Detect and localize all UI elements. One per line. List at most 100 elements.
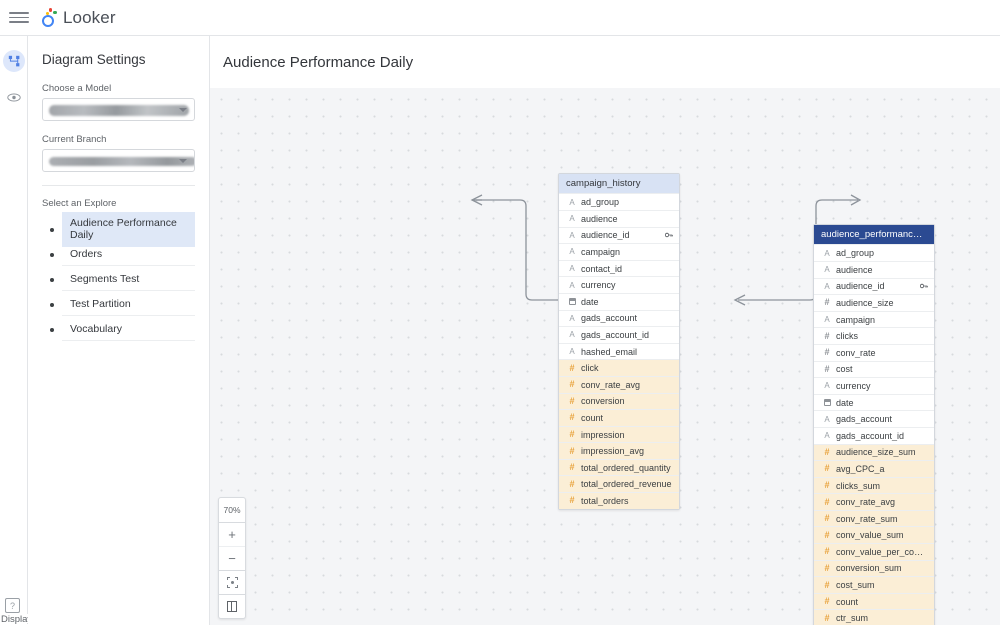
field-name: gads_account_id — [836, 430, 905, 441]
looker-mark-icon — [41, 8, 58, 27]
er-field-row[interactable]: #cost_sum — [814, 576, 934, 593]
string-icon: A — [569, 214, 575, 224]
key-icon — [920, 283, 928, 289]
field-name: gads_account_id — [581, 329, 650, 340]
model-select[interactable] — [42, 98, 195, 121]
explore-item[interactable]: Test Partition — [42, 292, 195, 317]
er-field-row[interactable]: #total_ordered_revenue — [559, 475, 679, 493]
er-field-row[interactable]: #conversion — [559, 392, 679, 410]
legend-button[interactable] — [219, 594, 245, 618]
question-mark-icon[interactable]: ? — [5, 598, 20, 613]
er-field-row[interactable]: #clicks — [814, 327, 934, 344]
zoom-out-label: − — [228, 551, 236, 566]
field-type-icon: # — [566, 430, 578, 439]
explore-item[interactable]: Vocabulary — [42, 317, 195, 342]
field-type-icon: # — [821, 447, 833, 457]
explore-item[interactable]: Segments Test — [42, 267, 195, 292]
eye-icon[interactable] — [3, 86, 25, 108]
er-table-header[interactable]: campaign_history — [559, 174, 679, 194]
er-field-row[interactable]: date — [814, 393, 934, 411]
er-field-row[interactable]: #conv_rate_avg — [559, 375, 679, 393]
er-field-row[interactable]: #conv_value_per_cost_sum — [814, 543, 934, 560]
number-icon: # — [824, 297, 830, 308]
string-icon: A — [824, 381, 830, 391]
er-field-row[interactable]: #click — [559, 359, 679, 376]
branch-select[interactable] — [42, 149, 195, 172]
number-icon: # — [824, 562, 830, 573]
hamburger-icon[interactable] — [9, 8, 29, 28]
field-type-icon: A — [566, 347, 578, 356]
string-icon: A — [824, 281, 830, 291]
er-field-row[interactable]: #clicks_sum — [814, 476, 934, 494]
er-field-row[interactable]: #count — [814, 592, 934, 610]
zoom-in-button[interactable]: + — [219, 522, 245, 546]
er-field-row[interactable]: #ctr_sum — [814, 609, 934, 625]
model-label: Choose a Model — [42, 83, 112, 94]
er-field-row[interactable]: #impression_avg — [559, 442, 679, 459]
field-type-icon: A — [821, 315, 833, 324]
string-icon: A — [824, 315, 830, 325]
number-icon: # — [824, 529, 830, 540]
zoom-level-label[interactable]: 70% — [223, 505, 241, 515]
number-icon: # — [824, 596, 830, 607]
er-field-row[interactable]: #avg_CPC_a — [814, 460, 934, 477]
er-field-row[interactable]: #audience_size_sum — [814, 443, 934, 461]
er-field-row[interactable]: #conv_value_sum — [814, 526, 934, 544]
diagram-icon[interactable] — [3, 50, 25, 72]
er-field-row[interactable]: #conv_rate — [814, 343, 934, 361]
looker-logo[interactable]: Looker — [41, 8, 116, 28]
field-name: conversion — [581, 396, 625, 407]
field-type-icon: A — [566, 330, 578, 339]
field-name: conv_rate_avg — [836, 497, 896, 508]
number-icon: # — [824, 496, 830, 507]
er-field-row[interactable]: # audience_size — [814, 294, 934, 311]
er-field-row[interactable]: #conv_rate_sum — [814, 509, 934, 527]
bullet-icon — [42, 303, 62, 307]
number-icon: # — [824, 463, 830, 474]
string-icon: A — [569, 330, 575, 340]
number-icon: # — [824, 546, 830, 557]
er-field-row[interactable]: date — [559, 292, 679, 310]
field-name: count — [581, 412, 604, 423]
number-icon: # — [824, 480, 830, 490]
zoom-out-button[interactable]: − — [219, 546, 245, 570]
fit-to-screen-button[interactable] — [219, 570, 245, 594]
branch-value-redacted — [49, 157, 194, 166]
number-icon: # — [569, 462, 575, 473]
field-type-icon: A — [821, 431, 833, 440]
field-name: audience_size — [836, 297, 894, 308]
er-field-row[interactable]: # conv_rate_avg — [814, 493, 934, 510]
field-name: audience_size_sum — [836, 447, 916, 458]
explore-item[interactable]: Audience Performance Daily — [42, 212, 195, 247]
er-field-row[interactable]: #cost — [814, 360, 934, 378]
er-field-row[interactable]: #impression — [559, 425, 679, 443]
explore-item[interactable]: Orders — [42, 242, 195, 267]
er-field-row[interactable]: #count — [559, 409, 679, 426]
field-type-icon: # — [821, 580, 833, 590]
string-icon: A — [824, 414, 830, 424]
branch-label: Current Branch — [42, 134, 107, 145]
er-table-header[interactable]: audience_performance_da... — [814, 225, 934, 245]
er-field-row[interactable]: #conversion_sum — [814, 559, 934, 577]
er-field-row[interactable]: #total_ordered_quantity — [559, 458, 679, 476]
er-field-row[interactable]: #total_orders — [559, 492, 679, 509]
